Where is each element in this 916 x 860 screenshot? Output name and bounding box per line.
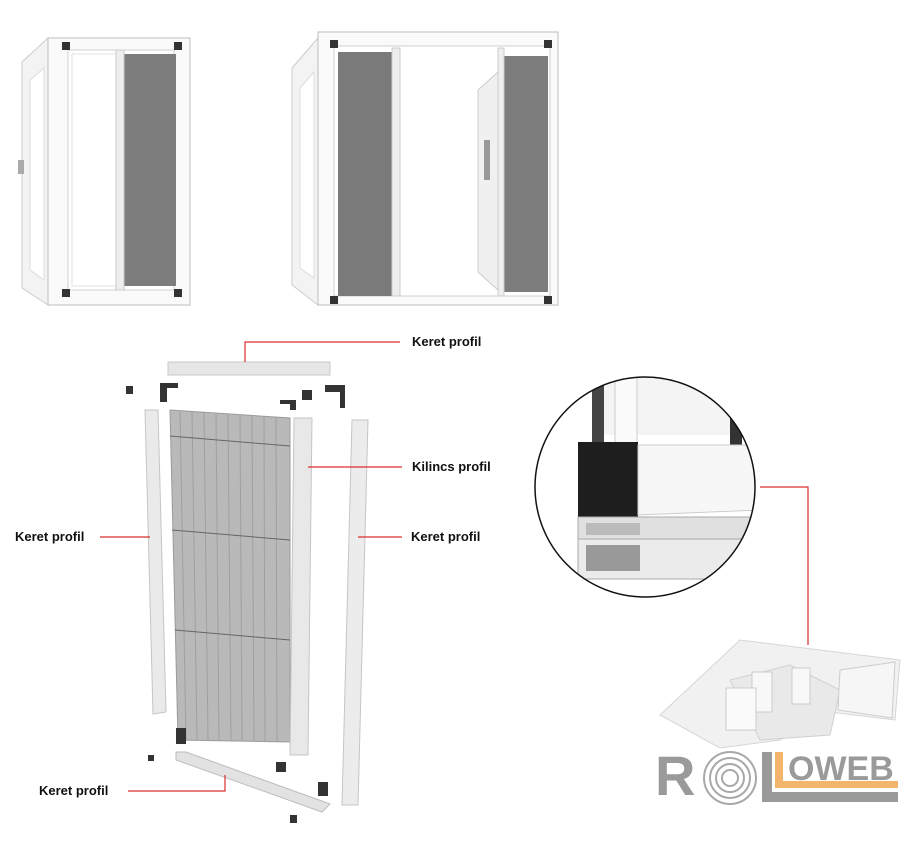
window-double-screen [291, 31, 559, 307]
label-left-frame-profile: Keret profil [15, 529, 85, 544]
label-right-frame-profile: Keret profil [411, 529, 481, 544]
label-bottom-frame-profile: Keret profil [39, 783, 109, 798]
rolloweb-logo [703, 751, 898, 805]
leader-lines [100, 341, 809, 792]
profile-detail-circle [534, 376, 756, 598]
corner-connector [659, 639, 901, 749]
label-top-frame-profile: Keret profil [412, 334, 482, 349]
logo-text-r: ROR [655, 744, 695, 807]
exploded-view [126, 361, 369, 823]
logo-text-oweb: OWEB [788, 750, 894, 788]
label-handle-profile: Kilincs profil [412, 459, 491, 474]
window-single-screen [18, 36, 191, 306]
